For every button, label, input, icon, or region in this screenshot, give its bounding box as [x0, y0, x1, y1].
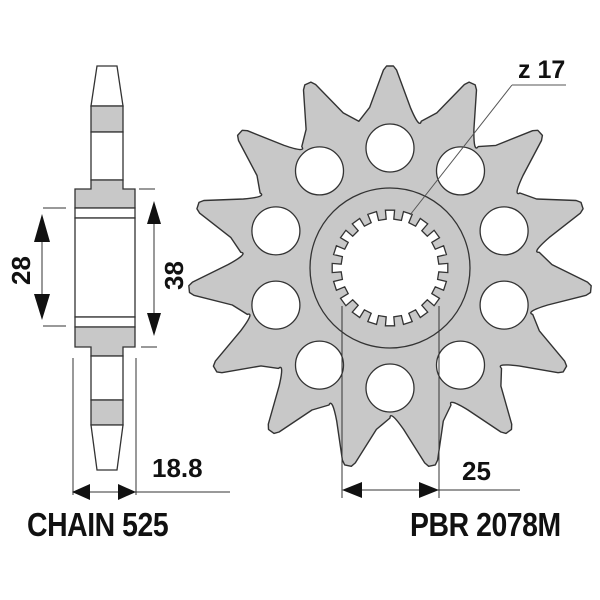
dimension-28-label: 28 — [6, 256, 36, 285]
lightening-hole — [251, 206, 301, 256]
sprocket-front-view — [188, 65, 592, 467]
lightening-hole — [365, 363, 415, 413]
hub-circle — [309, 187, 471, 349]
dimension-38-label: 38 — [159, 261, 189, 290]
teeth-count-label: z 17 — [518, 56, 566, 84]
lightening-hole — [479, 206, 529, 256]
side-dimensions — [34, 188, 230, 500]
dimension-width-label: 18.8 — [152, 453, 203, 483]
lightening-hole — [479, 280, 529, 330]
lightening-hole — [294, 146, 345, 196]
lightening-hole — [435, 340, 486, 390]
lightening-hole — [294, 340, 345, 390]
dimension-spline-label: 25 — [462, 456, 491, 486]
lightening-hole — [251, 280, 301, 330]
front-dimensions — [341, 84, 566, 498]
lightening-hole — [365, 123, 415, 173]
spline-bore — [331, 209, 449, 327]
side-view — [74, 65, 136, 471]
part-number-label: PBR 2078M — [410, 506, 561, 543]
chain-label: CHAIN 525 — [27, 506, 169, 543]
lightening-hole — [435, 146, 486, 196]
